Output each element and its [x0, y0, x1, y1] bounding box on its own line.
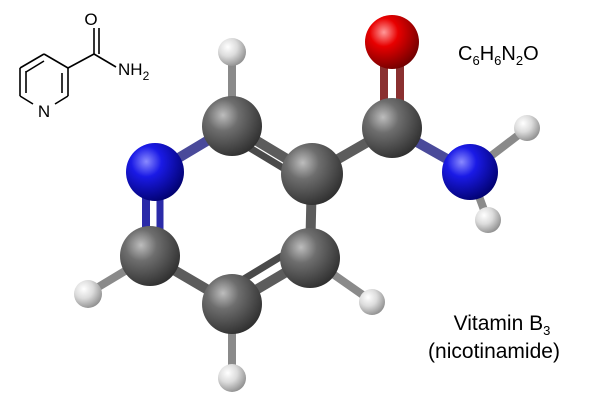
nh-subscript: 2 [143, 69, 150, 83]
structural-o-label: O [84, 10, 97, 29]
structural-formula [19, 28, 117, 105]
oxygen-atom [365, 15, 419, 69]
formula-n-count: 2 [516, 53, 523, 68]
formula-c-count: 6 [472, 53, 479, 68]
formula-o: O [523, 43, 539, 65]
caption-vitamin: Vitamin B [454, 312, 544, 335]
carbon-atom [202, 96, 262, 156]
formula-h: H [480, 43, 494, 65]
hydrogen-atom [218, 38, 246, 66]
structural-n-label: N [38, 102, 50, 121]
carbon-atom [120, 226, 180, 286]
caption-line-1: Vitamin B3 [454, 312, 551, 338]
molecular-formula: C6H6N2O [458, 43, 539, 68]
formula-c: C [458, 43, 472, 65]
formula-n: N [501, 43, 515, 65]
carbon-atom [281, 143, 343, 205]
carbon-atom [202, 274, 262, 334]
nitrogen-atom [442, 144, 498, 200]
caption-subscript: 3 [543, 323, 550, 338]
carbon-atom [280, 228, 340, 288]
nh-text: NH [118, 60, 143, 79]
hydrogen-atom [514, 115, 540, 141]
formula-h-count: 6 [494, 53, 501, 68]
hydrogen-atom [218, 364, 246, 392]
atoms [74, 15, 540, 392]
structural-nh2-label: NH2 [118, 60, 150, 83]
hydrogen-atom [475, 207, 501, 233]
carbon-atom [362, 98, 422, 158]
caption-line-2: (nicotinamide) [428, 340, 560, 363]
hydrogen-atom [359, 289, 385, 315]
hydrogen-atom [74, 280, 102, 308]
nitrogen-atom [126, 143, 184, 201]
